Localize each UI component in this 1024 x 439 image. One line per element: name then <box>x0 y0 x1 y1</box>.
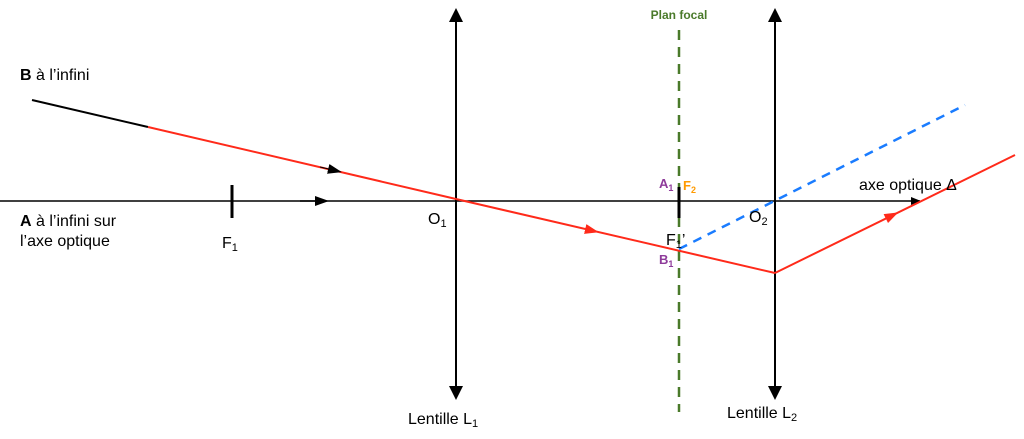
lens-1-label: Lentille L1 <box>408 411 478 430</box>
incident-ray-red <box>147 126 457 200</box>
o1-label: O1 <box>428 211 447 230</box>
incident-ray-black <box>31 99 149 128</box>
f1-label: F1 <box>222 235 238 254</box>
b-infinity-label: B à l’infini <box>20 67 89 84</box>
virtual-ray <box>678 103 966 251</box>
b1-label: B1 <box>659 252 673 269</box>
refracted-ray-2-arrow <box>879 212 899 224</box>
lens-2-bottom-arrow <box>768 386 782 400</box>
incident-ray-arrow <box>319 164 342 174</box>
f2-label: F2 <box>683 178 696 195</box>
refracted-ray-1 <box>455 198 776 274</box>
focal-plane-label: Plan focal <box>651 8 708 22</box>
a-infinity-label: A à l’infini sur <box>20 213 117 230</box>
a-infinity-label-line2: l’axe optique <box>20 233 110 250</box>
o2-label: O2 <box>749 209 768 228</box>
lens-1-bottom-arrow <box>449 386 463 400</box>
lens-2-label: Lentille L2 <box>727 405 797 424</box>
a1-label: A1 <box>659 176 673 193</box>
optical-axis-label: axe optique Δ <box>859 177 957 194</box>
lens-2-top-arrow <box>768 8 782 22</box>
f1-prime-label: F1’ <box>666 232 685 251</box>
refracted-ray-2 <box>774 154 1016 274</box>
lens-1-top-arrow <box>449 8 463 22</box>
refracted-ray-1-arrow <box>579 224 599 234</box>
